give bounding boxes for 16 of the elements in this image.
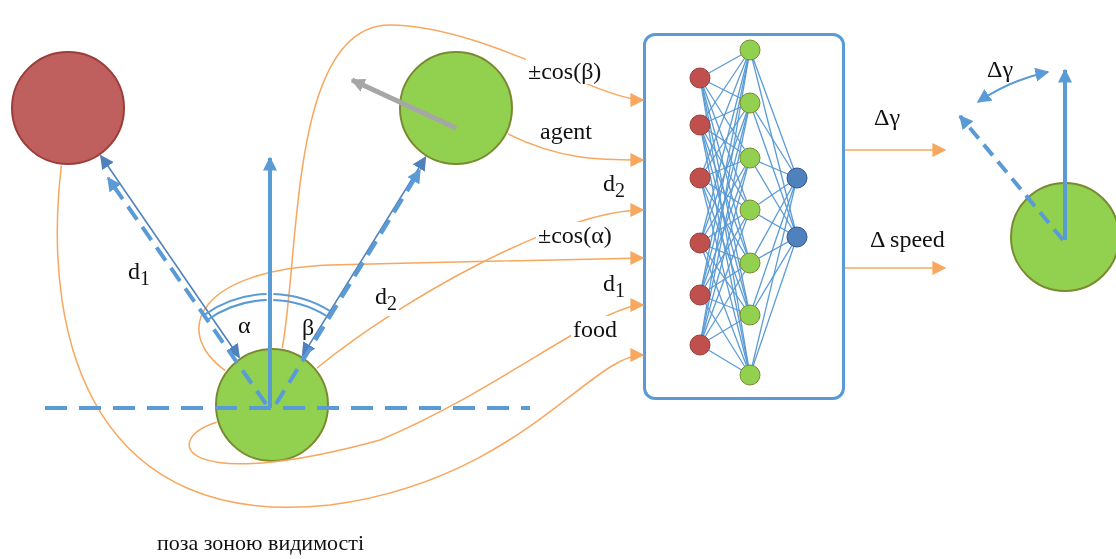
angle-label: Δγ xyxy=(986,56,1015,82)
angle-label: α xyxy=(237,312,252,338)
network-box xyxy=(643,33,845,400)
arrow xyxy=(301,156,427,357)
arrow xyxy=(281,24,645,349)
edge-label: ±cos(β) xyxy=(526,58,604,84)
arrow xyxy=(507,133,645,167)
angle-label: β xyxy=(301,314,316,340)
arrow xyxy=(57,164,645,508)
arrow xyxy=(844,261,947,275)
arrow xyxy=(100,154,240,359)
arrow xyxy=(844,143,947,157)
arrow xyxy=(198,251,645,372)
arrow xyxy=(188,299,645,465)
edge-label: ±cos(α) xyxy=(536,222,614,248)
caption: поза зоною видимості xyxy=(156,530,366,556)
